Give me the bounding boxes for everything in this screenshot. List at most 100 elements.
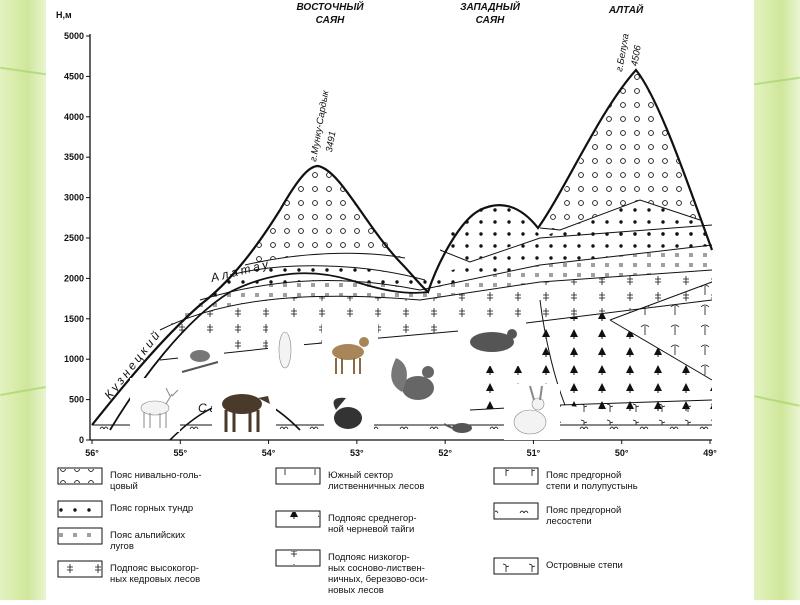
- y-tick-label: 4500: [64, 71, 84, 81]
- peak-belukha-height: 4506: [629, 44, 644, 67]
- legend-text-island_steppe: Островные степи: [546, 560, 623, 571]
- animal-illustrations: [130, 322, 560, 440]
- peak-belukha-label: г.Белуха 4506: [614, 33, 644, 73]
- zone-tundra-west-sayan: [440, 203, 540, 262]
- zone-nival-east-sayan: [245, 166, 405, 265]
- legend-text-forest_steppe: лесостепи: [546, 516, 592, 527]
- x-tick-label: 50°: [615, 448, 629, 458]
- legend-text-nival: Пояс нивально-голь-: [110, 470, 202, 481]
- legend-item-island_steppe: Островные степи: [493, 557, 623, 575]
- legend-item-tundra: Пояс горных тундр: [57, 500, 193, 518]
- region-west-sayan-line2: САЯН: [476, 15, 505, 26]
- region-altai: АЛТАЙ: [608, 3, 644, 16]
- squirrel-figure: [384, 350, 444, 412]
- bird-on-branch-figure: [178, 338, 224, 380]
- y-tick-label: 3500: [64, 152, 84, 162]
- region-east-sayan-line1: ВОСТОЧНЫЙ: [296, 0, 364, 13]
- legend-text-larch: лиственничных лесов: [328, 481, 424, 492]
- legend-swatch-pattern: [495, 469, 537, 483]
- right-decor-band: [754, 0, 800, 600]
- legend-swatch-pattern: [495, 559, 537, 573]
- x-tick-label: 53°: [350, 448, 364, 458]
- legend-swatch-pattern: [277, 512, 319, 526]
- y-tick-group: 0 500 1000 1500 2000 2500 3000 3500 4000 4500 5000: [64, 31, 90, 445]
- legend-text-lowforest: ничных, березово-оси-: [328, 574, 428, 585]
- legend-text-cedar: ных кедровых лесов: [110, 574, 200, 585]
- legend-item-taiga: Подпояс среднегор-ной черневой тайги: [275, 510, 417, 535]
- deer-figure: [140, 387, 179, 428]
- y-tick-label: 2000: [64, 273, 84, 283]
- legend-text-taiga: ной черневой тайги: [328, 524, 414, 535]
- legend-swatch-pattern: [59, 469, 101, 483]
- zone-boundaries: [92, 199, 713, 426]
- region-east-sayan-line2: САЯН: [316, 15, 345, 26]
- x-tick-group: 56° 55° 54° 53° 52° 51° 50° 49°: [85, 440, 717, 458]
- legend-swatch-pattern: [59, 502, 101, 516]
- legend-text-alpine: Пояс альпийских: [110, 530, 185, 541]
- profile-svg: H,м 0 500 1000 1500 2000 2500 3000 3500 4000 4500…: [56, 0, 717, 596]
- zone-lowland: [92, 425, 712, 440]
- altitudinal-zonation-diagram: H,м 0 500 1000 1500 2000 2500 3000 3500 4000 4500…: [46, 0, 754, 600]
- legend-swatch-pattern: [277, 469, 319, 483]
- peak-munku-height: 3491: [324, 130, 339, 153]
- legend-swatch-pattern: [277, 551, 319, 565]
- legend-text-tundra: Пояс горных тундр: [110, 503, 193, 514]
- y-tick-label: 2500: [64, 233, 84, 243]
- legend-text-lowforest: ных сосново-листвен-: [328, 563, 425, 574]
- legend-text-nival: цовый: [110, 481, 138, 492]
- legend-item-nival: Пояс нивально-голь-цовый: [57, 467, 202, 492]
- legend-swatch-pattern: [59, 529, 101, 543]
- peak-belukha-name: г.Белуха: [614, 33, 632, 73]
- y-tick-label: 3000: [64, 193, 84, 203]
- x-tick-label: 55°: [173, 448, 187, 458]
- legend-text-steppe: степи и полупустынь: [546, 481, 638, 492]
- moose-figure: [212, 378, 276, 436]
- legend-text-larch: Южный сектор: [328, 470, 393, 481]
- mountain-profile-outline: [91, 68, 714, 426]
- x-tick-label: 54°: [262, 448, 276, 458]
- y-tick-label: 4000: [64, 112, 84, 122]
- legend-text-alpine: лугов: [110, 541, 134, 552]
- legend-swatch-pattern: [59, 562, 101, 576]
- zone-alpine: [160, 245, 712, 330]
- x-tick-label: 49°: [703, 448, 717, 458]
- peak-munku-label: г.Мунку-Сардык 3491: [308, 89, 339, 162]
- kuznetsky-ridge-line: [109, 272, 429, 431]
- x-tick-label: 56°: [85, 448, 99, 458]
- y-tick-label: 1500: [64, 314, 84, 324]
- ridge-salair-text: Са: [198, 401, 219, 415]
- eagle-figure: [458, 322, 526, 366]
- legend-item-lowforest: Подпояс низкогор-ных сосново-листвен-нич…: [275, 549, 428, 596]
- region-west-sayan-line1: ЗАПАДНЫЙ: [460, 0, 521, 13]
- y-tick-label: 500: [69, 395, 84, 405]
- legend-item-cedar: Подпояс высокогор-ных кедровых лесов: [57, 560, 200, 585]
- woodpecker-figure: [268, 322, 304, 386]
- legend-text-cedar: Подпояс высокогор-: [110, 563, 199, 574]
- legend-text-forest_steppe: Пояс предгорной: [546, 505, 621, 516]
- legend-text-lowforest: Подпояс низкогор-: [328, 552, 410, 563]
- zone-nival-altai: [540, 72, 700, 230]
- y-tick-label: 5000: [64, 31, 84, 41]
- zone-larch: [610, 282, 712, 380]
- capercaillie-figure: [324, 392, 374, 436]
- musk-deer-figure: [322, 324, 378, 378]
- legend-text-taiga: Подпояс среднегор-: [328, 513, 417, 524]
- chipmunk-figure: [443, 423, 472, 433]
- x-tick-label: 52°: [438, 448, 452, 458]
- hare-figure: [504, 384, 560, 440]
- x-tick-label: 51°: [527, 448, 541, 458]
- y-tick-label: 1000: [64, 354, 84, 364]
- y-axis-label: H,м: [56, 10, 72, 20]
- left-decor-band: [0, 0, 46, 600]
- legend-swatch-pattern: [495, 504, 537, 518]
- zone-steppe: [560, 400, 712, 425]
- zone-tundra-altai: [540, 200, 712, 245]
- legend-text-steppe: Пояс предгорной: [546, 470, 621, 481]
- zone-tundra: [200, 225, 712, 300]
- y-tick-label: 0: [79, 435, 84, 445]
